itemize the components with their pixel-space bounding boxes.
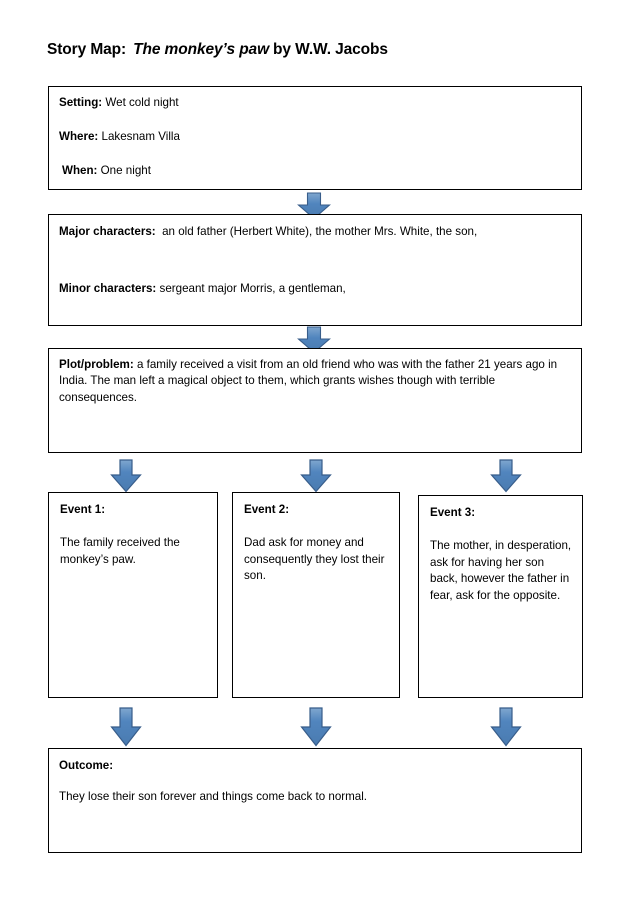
characters-box: Major characters: an old father (Herbert…: [48, 214, 582, 326]
where-label: Where:: [59, 129, 99, 143]
arrow-characters-to-plot-icon: [297, 326, 331, 354]
setting-value: Wet cold night: [105, 96, 179, 109]
page-title-work: The monkey’s paw: [133, 41, 270, 58]
setting-box: Setting: Wet cold night Where: Lakesnam …: [48, 86, 582, 190]
page-title-author: by W.W. Jacobs: [273, 41, 388, 58]
major-characters-value: an old father (Herbert White), the mothe…: [162, 225, 478, 238]
plot-problem-box: Plot/problem: a family received a visit …: [48, 348, 582, 453]
when-row: When: One night: [59, 163, 571, 180]
event-2-box: Event 2: Dad ask for money and consequen…: [232, 492, 400, 698]
arrow-setting-to-characters-icon: [297, 192, 331, 220]
plot-value: a family received a visit from an old fr…: [59, 358, 558, 404]
arrow-event-2-to-outcome-icon: [299, 707, 333, 747]
event-3-body: The mother, in desperation, ask for havi…: [430, 538, 572, 603]
major-characters-label: Major characters:: [59, 225, 156, 238]
when-value: One night: [100, 163, 151, 177]
minor-characters-value: sergeant major Morris, a gentleman,: [159, 281, 346, 295]
when-label: When:: [62, 163, 98, 177]
setting-row: Setting: Wet cold night: [59, 95, 571, 112]
event-1-heading: Event 1:: [60, 503, 106, 516]
where-row: Where: Lakesnam Villa: [59, 129, 571, 146]
event-3-box: Event 3: The mother, in desperation, ask…: [418, 495, 583, 698]
where-value: Lakesnam Villa: [101, 129, 180, 143]
arrow-event-3-to-outcome-icon: [489, 707, 523, 747]
event-2-heading: Event 2:: [244, 503, 290, 516]
arrow-plot-to-event-2-icon: [299, 459, 333, 493]
event-1-body: The family received the monkey’s paw.: [60, 535, 180, 566]
outcome-heading: Outcome:: [59, 759, 114, 772]
arrow-event-1-to-outcome-icon: [109, 707, 143, 747]
event-2-body: Dad ask for money and consequently they …: [244, 535, 385, 583]
minor-characters-label: Minor characters:: [59, 281, 157, 295]
event-3-heading: Event 3:: [430, 506, 476, 519]
plot-row: Plot/problem: a family received a visit …: [59, 357, 569, 406]
event-1-box: Event 1: The family received the monkey’…: [48, 492, 218, 698]
setting-label: Setting:: [59, 96, 103, 109]
outcome-body: They lose their son forever and things c…: [59, 789, 368, 803]
arrow-plot-to-event-3-icon: [489, 459, 523, 493]
major-characters-row: Major characters: an old father (Herbert…: [59, 224, 571, 241]
page-title-label: Story Map:: [47, 41, 127, 58]
minor-characters-row: Minor characters: sergeant major Morris,…: [59, 281, 571, 298]
arrow-plot-to-event-1-icon: [109, 459, 143, 493]
outcome-box: Outcome: They lose their son forever and…: [48, 748, 582, 853]
plot-label: Plot/problem:: [59, 358, 134, 371]
